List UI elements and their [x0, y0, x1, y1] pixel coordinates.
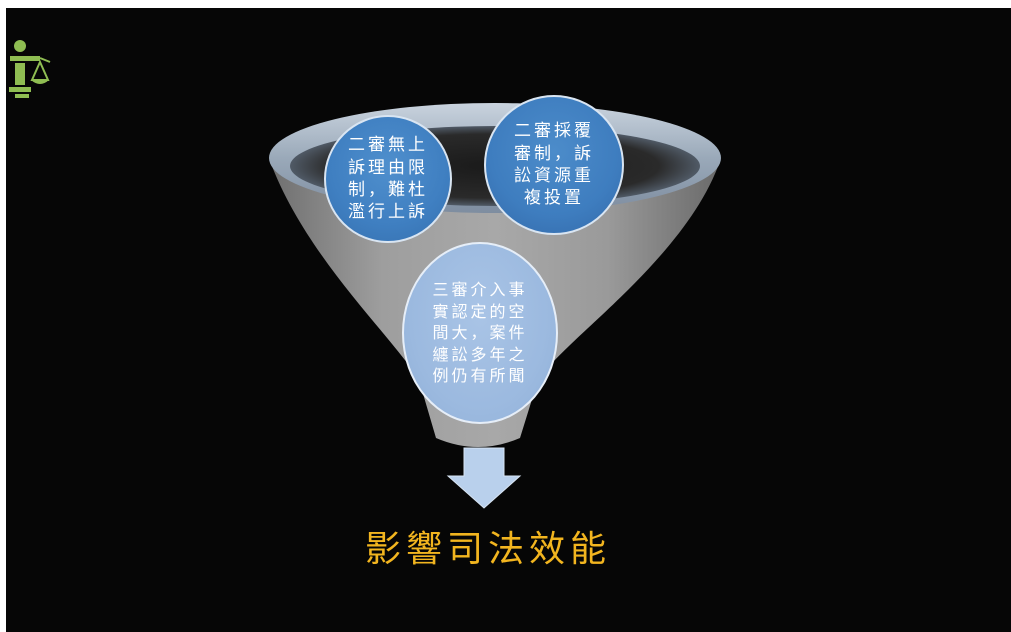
scales-of-justice-icon: [9, 40, 51, 98]
cause-text: 三審介入事 實認定的空 間大，案件 纏訟多年之 例仍有所聞: [432, 280, 528, 386]
cause-bubble-appeal-restrictions: 二審無上 訴理由限 制，難杜 濫行上訴: [324, 115, 452, 243]
result-label: 影響司法效能: [364, 529, 611, 570]
slide-canvas: 二審無上 訴理由限 制，難杜 濫行上訴 二審採覆 審制，訴 訟資源重 複投置 三…: [6, 8, 1011, 632]
cause-bubble-third-instance-fact-finding: 三審介入事 實認定的空 間大，案件 纏訟多年之 例仍有所聞: [402, 242, 558, 424]
cause-bubble-second-instance-review: 二審採覆 審制，訴 訟資源重 複投置: [484, 95, 624, 235]
arrow-down-icon: [446, 447, 522, 509]
cause-text: 二審無上 訴理由限 制，難杜 濫行上訴: [348, 135, 428, 223]
cause-text: 二審採覆 審制，訴 訟資源重 複投置: [514, 121, 594, 209]
